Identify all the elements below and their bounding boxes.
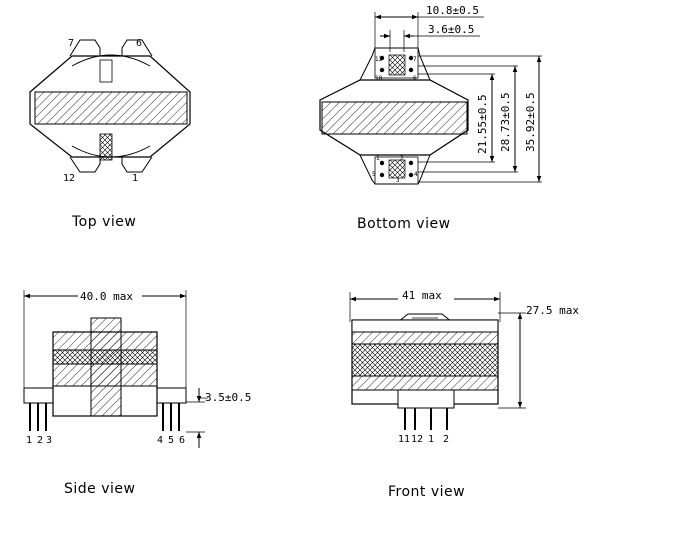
bottom-lower-pad-block: 1 2 5 4 3: [359, 154, 431, 185]
top-pin-12-label: 12: [63, 173, 75, 184]
side-pin-6-label: 6: [179, 435, 185, 446]
side-dim-pin-length: 3.5±0.5: [205, 391, 251, 404]
dim-height-2: 28.73±0.5: [499, 92, 512, 152]
bottom-pad-label-g: 5: [372, 171, 376, 178]
side-pin-3-label: 3: [46, 435, 52, 446]
bottom-upper-pad-block: 12 7 10 6: [359, 47, 431, 82]
side-pin-5-label: 5: [168, 435, 174, 446]
front-dim-height: 27.5 max: [526, 304, 579, 317]
bottom-pad-label-i: 3: [396, 177, 400, 184]
bottom-pad-label-f: 2: [400, 155, 404, 162]
bottom-pad-label-a: 12: [375, 56, 383, 63]
top-bobbin-comb: [99, 59, 113, 161]
front-view-caption: Front view: [388, 484, 465, 500]
bottom-view: 12 7 10 6 1 2 5 4 3 10.8±0.5: [319, 4, 542, 232]
front-pins: [404, 408, 448, 430]
bottom-pad-label-d: 6: [413, 75, 417, 82]
front-pin-11-label: 11: [398, 434, 410, 445]
dim-height-1: 21.55±0.5: [476, 94, 489, 154]
side-view-caption: Side view: [64, 481, 135, 497]
front-pin-2-label: 2: [443, 434, 449, 445]
front-pin-1-label: 1: [428, 434, 434, 445]
top-pin-1-label: 1: [132, 173, 138, 184]
bottom-pad-label-h: 4: [414, 171, 418, 178]
dim-width-inner: 3.6±0.5: [428, 23, 474, 36]
side-pin-4-label: 4: [157, 435, 163, 446]
bottom-view-caption: Bottom view: [357, 216, 451, 232]
bottom-pad-label-b: 7: [413, 56, 417, 63]
top-view: 7 6 12 1 Top view: [29, 38, 191, 230]
side-view: 40.0 max 3.5±0.5 1 2 3 4 5 6 Side vi: [23, 289, 251, 497]
bottom-pad-label-e: 1: [376, 155, 380, 162]
side-pin-1-label: 1: [26, 435, 32, 446]
top-pin-7-label: 7: [68, 38, 74, 49]
front-dim-width: 41 max: [402, 289, 442, 302]
bottom-pad-label-c: 10: [375, 75, 383, 82]
dim-width-outer: 10.8±0.5: [426, 4, 479, 17]
front-pin-12-label: 12: [411, 434, 423, 445]
side-dim-width: 40.0 max: [80, 290, 133, 303]
top-view-caption: Top view: [71, 214, 136, 230]
side-pin-2-label: 2: [37, 435, 43, 446]
dim-height-3: 35.92±0.5: [524, 92, 537, 152]
front-view: 41 max 27.5 max 11 12 1 2 Front view: [349, 288, 579, 500]
top-pin-6-label: 6: [136, 38, 142, 49]
side-pins: [29, 403, 180, 431]
